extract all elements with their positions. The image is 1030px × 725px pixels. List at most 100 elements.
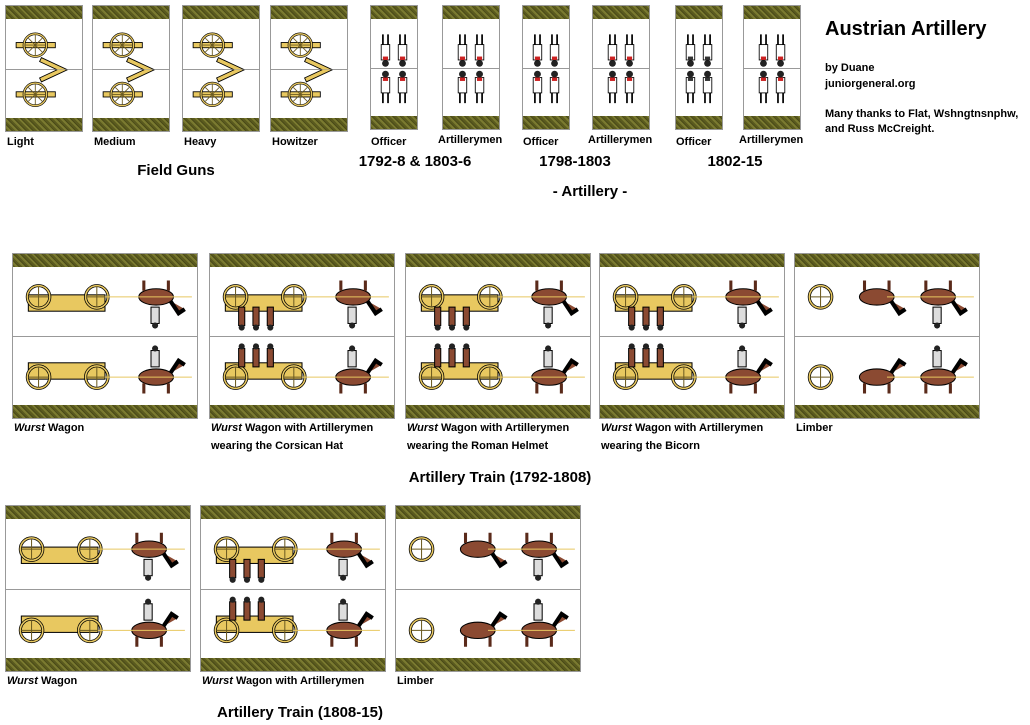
fold-line (600, 336, 784, 337)
artillerymen-card (442, 5, 500, 130)
grass-strip (406, 405, 590, 418)
grass-strip (600, 254, 784, 267)
label-text: Wagon with Artillerymen (232, 675, 365, 687)
label-text: Medium (94, 136, 136, 148)
grass-strip (600, 405, 784, 418)
label-text: Wurst (407, 422, 438, 434)
figure-top (418, 280, 585, 331)
figure-bottom (222, 343, 389, 394)
figure-bottom (532, 70, 560, 103)
figure-bottom (807, 345, 974, 394)
artillerymen-card (743, 5, 801, 130)
field-gun-card (182, 5, 260, 132)
train-card (599, 253, 785, 419)
miniature-label: Howitzer (272, 133, 318, 151)
figure-top (102, 32, 158, 70)
train-card (395, 505, 581, 672)
train-2-title: Artillery Train (1808-15) (217, 704, 383, 721)
period-label: 1798-1803 (539, 153, 611, 170)
figure-top (192, 32, 248, 70)
train-card (200, 505, 386, 672)
label-text: Officer (523, 136, 559, 148)
officer-card (522, 5, 570, 130)
label-text: Limber (796, 422, 833, 434)
period-label: 1792-8 & 1803-6 (358, 153, 472, 170)
label-text: Wurst (211, 422, 242, 434)
officer-card (675, 5, 723, 130)
grass-strip (593, 116, 649, 129)
miniature-label: Wurst Wagon with Artillerymen (202, 672, 364, 690)
label-text: Wurst (7, 675, 38, 687)
grass-strip (744, 116, 800, 129)
grass-strip (443, 116, 499, 129)
grass-strip (396, 658, 580, 671)
fold-line (593, 67, 649, 69)
grass-strip (371, 6, 417, 19)
label-text: Wagon (44, 422, 85, 434)
grass-strip (593, 6, 649, 19)
fold-line (271, 68, 347, 70)
figure-bottom (18, 598, 185, 647)
figure-top (408, 532, 575, 581)
label-text: Wurst (14, 422, 45, 434)
credit-thanks: Many thanks to Flat, Wshngtnsnphw, (825, 108, 1019, 120)
grass-strip (523, 6, 569, 19)
figure-bottom (192, 69, 248, 107)
figure-bottom (418, 343, 585, 394)
miniature-label: Wurst Wagon (7, 672, 77, 690)
label-text: Wagon (37, 675, 78, 687)
grass-strip (371, 116, 417, 129)
label-text: Limber (397, 675, 434, 687)
page-title: Austrian Artillery (825, 18, 987, 40)
miniature-label: Artillerymen (588, 131, 652, 149)
train-card (405, 253, 591, 419)
miniature-label: Heavy (184, 133, 216, 151)
figure-bottom (280, 69, 336, 107)
figure-bottom (408, 598, 575, 647)
grass-strip (183, 118, 259, 131)
grass-strip (93, 6, 169, 19)
label-text: wearing the Bicorn (601, 440, 701, 452)
fold-line (13, 336, 197, 337)
label-text: Wagon with Artillerymen (631, 422, 764, 434)
figure-bottom (25, 345, 192, 394)
label-text: Light (7, 136, 34, 148)
grass-strip (676, 6, 722, 19)
fold-line (6, 68, 82, 70)
field-guns-title: Field Guns (137, 162, 215, 179)
fold-line (201, 588, 385, 590)
figure-bottom (758, 70, 786, 103)
figure-top (213, 532, 380, 583)
grass-strip (13, 405, 197, 418)
train-1-title: Artillery Train (1792-1808) (408, 469, 592, 486)
figure-bottom (15, 69, 71, 107)
grass-strip (183, 6, 259, 19)
figure-bottom (380, 70, 408, 103)
grass-strip (795, 405, 979, 418)
label-text: Artillerymen (739, 134, 804, 146)
period-label: 1802-15 (707, 153, 763, 170)
grass-strip (271, 118, 347, 131)
label-text: Officer (371, 136, 407, 148)
train-card (794, 253, 980, 419)
label-text: wearing the Corsican Hat (211, 440, 344, 452)
grass-strip (396, 506, 580, 519)
fold-line (210, 336, 394, 337)
fold-line (371, 67, 417, 69)
label-text: Officer (676, 136, 712, 148)
fold-line (6, 588, 190, 590)
train-card (12, 253, 198, 419)
field-gun-card (92, 5, 170, 132)
figure-top (18, 532, 185, 581)
fold-line (523, 67, 569, 69)
label-text: Artillerymen (588, 134, 653, 146)
grass-strip (744, 6, 800, 19)
grass-strip (676, 116, 722, 129)
grass-strip (443, 6, 499, 19)
figure-top (25, 280, 192, 329)
figure-bottom (607, 70, 635, 103)
grass-strip (93, 118, 169, 131)
miniature-label: Limber (796, 419, 833, 437)
train-card (5, 505, 191, 672)
